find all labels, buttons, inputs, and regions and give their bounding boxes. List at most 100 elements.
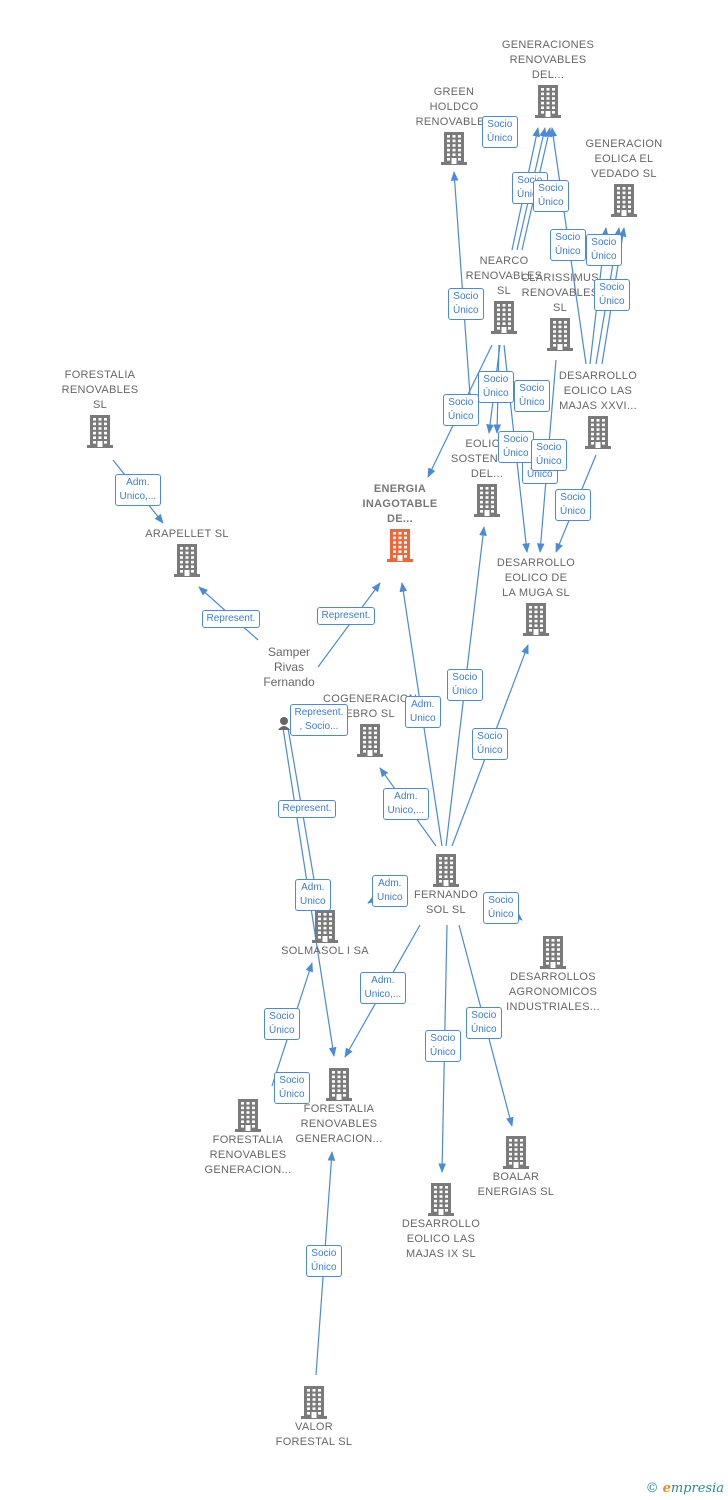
relation-text: Adm.	[126, 477, 150, 488]
relation-label[interactable]: Represent., Socio...	[289, 704, 349, 736]
relation-text: Único	[555, 246, 581, 257]
relation-text: Único	[591, 251, 617, 262]
relation-label[interactable]: Adm.Unico	[295, 879, 331, 911]
building-icon	[117, 542, 257, 578]
relation-text: Único	[536, 456, 562, 467]
company-name-line: AGRONOMICOS	[508, 986, 598, 998]
company-name-line: RENOVABLES	[509, 54, 587, 66]
relation-text: Único	[483, 388, 509, 399]
company-name-line: DESARROLLOS	[510, 971, 596, 983]
relation-text: , Socio...	[299, 721, 339, 732]
relation-text: Adm.	[371, 975, 395, 986]
relation-text: Único	[503, 448, 529, 459]
relation-label[interactable]: Represent.	[201, 610, 261, 628]
company-node-solmasol[interactable]: SOLMASOL I SA	[255, 908, 395, 959]
relation-label[interactable]: Adm.Unico	[405, 696, 441, 728]
relation-text: Socio	[560, 492, 586, 503]
building-icon	[300, 722, 440, 758]
company-name-line: GREEN	[433, 86, 475, 98]
relation-text: Socio	[430, 1033, 456, 1044]
company-name-line: ARAPELLET SL	[145, 528, 229, 540]
company-name-line: EOLICO LAS	[563, 385, 633, 397]
relation-text: Socio	[536, 442, 562, 453]
relation-text: Socio	[269, 1011, 295, 1022]
relation-text: Único	[269, 1025, 295, 1036]
relation-text: Único	[452, 686, 478, 697]
relation-label[interactable]: Represent.	[316, 607, 376, 625]
relation-text: Socio	[477, 731, 503, 742]
company-name-line: DESARROLLO	[401, 1218, 481, 1230]
relation-text: Socio	[311, 1248, 337, 1259]
company-name-line: RENOVABLES	[300, 1118, 378, 1130]
relation-label[interactable]: Adm.Unico,...	[359, 972, 407, 1004]
relation-label[interactable]: Adm.Unico	[372, 875, 408, 907]
company-node-arapellet[interactable]: ARAPELLET SL	[117, 527, 257, 578]
company-name-line: SL	[92, 399, 108, 411]
relation-text: Único	[471, 1024, 497, 1035]
relation-text: Socio	[591, 237, 617, 248]
relation-text: Único	[453, 305, 479, 316]
relation-text: Unico	[377, 892, 403, 903]
company-name-line: GENERACION...	[295, 1133, 383, 1145]
relation-text: Unico,...	[119, 491, 157, 502]
relation-text: Socio	[448, 397, 474, 408]
building-icon	[466, 601, 606, 637]
company-name-line: DE...	[387, 513, 413, 525]
relation-text: Único	[430, 1047, 456, 1058]
relation-text: Socio	[471, 1010, 497, 1021]
company-name-line: SL	[552, 302, 568, 314]
empresia-logo[interactable]: ©empresia	[646, 1481, 724, 1496]
company-name-line: MAJAS IX SL	[406, 1248, 476, 1260]
relation-label[interactable]: Adm. Unico,...	[114, 474, 162, 506]
relation-text: Único	[448, 411, 474, 422]
relation-text: Socio	[483, 374, 509, 385]
company-name-line: SOLMASOL I SA	[281, 945, 369, 957]
company-name-line: SOL SL	[426, 904, 466, 916]
relation-label[interactable]: Represent.	[277, 800, 337, 818]
relation-label[interactable]: Adm.Unico,...	[382, 788, 430, 820]
company-name-line: VEDADO SL	[591, 168, 657, 180]
relation-text: Adm.	[411, 699, 435, 710]
